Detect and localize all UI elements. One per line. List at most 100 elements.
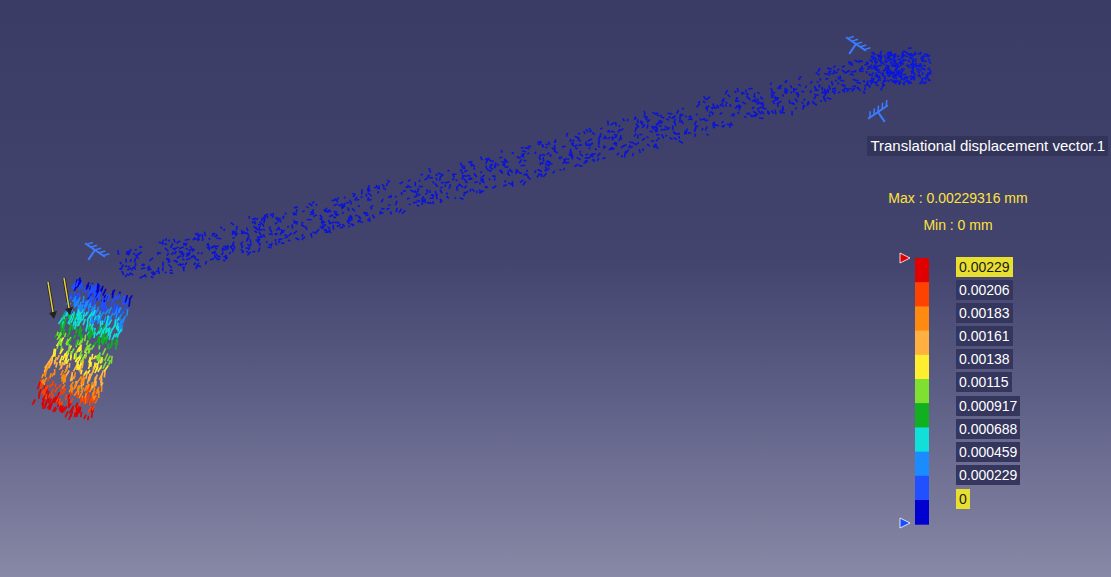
vector-arrow: [487, 169, 491, 171]
vector-arrow: [793, 88, 795, 92]
vector-arrow: [912, 63, 915, 65]
vector-arrow: [429, 168, 431, 173]
vector-arrow: [460, 163, 462, 167]
vector-arrow: [651, 140, 654, 142]
vector-arrow: [780, 110, 781, 113]
vector-arrow: [134, 253, 135, 255]
vector-arrow: [681, 120, 683, 124]
vector-arrow: [713, 103, 715, 106]
vector-arrow: [820, 100, 822, 102]
vector-arrow: [472, 164, 475, 167]
vector-arrow: [888, 67, 890, 70]
vector-arrow: [342, 224, 345, 226]
vector-arrow: [574, 164, 578, 166]
vector-arrow: [746, 96, 748, 99]
vector-arrow: [804, 99, 806, 100]
vector-arrow: [75, 380, 78, 386]
vector-arrow: [254, 222, 256, 224]
vector-arrow: [205, 261, 206, 265]
vector-arrow: [55, 387, 58, 392]
vector-arrow: [310, 211, 313, 213]
vector-arrow: [673, 115, 676, 118]
vector-arrow: [71, 348, 74, 354]
vector-arrow: [474, 181, 478, 183]
vector-arrow: [306, 207, 308, 208]
vector-arrow: [141, 268, 145, 269]
vector-arrow: [754, 101, 758, 102]
vector-arrow: [79, 326, 81, 333]
vector-arrow: [885, 61, 887, 63]
vector-arrow: [914, 78, 915, 81]
clamp-symbol: [839, 33, 870, 62]
vector-arrow: [624, 154, 626, 157]
vector-arrow: [102, 348, 105, 355]
vector-arrow: [440, 190, 442, 194]
vector-arrow: [571, 143, 574, 146]
vector-arrow: [785, 88, 789, 91]
vector-arrow: [888, 70, 891, 72]
vector-arrow: [177, 241, 181, 243]
vector-arrow: [90, 319, 92, 324]
vector-arrow: [80, 345, 82, 351]
vector-arrow: [711, 107, 712, 110]
vector-arrow: [128, 299, 131, 306]
vector-arrow: [117, 326, 119, 332]
vector-arrow: [134, 258, 136, 263]
vector-arrow: [95, 397, 97, 403]
vector-arrow: [864, 88, 866, 90]
color-band: [915, 282, 929, 307]
vector-arrow: [928, 59, 930, 61]
vector-arrow: [110, 356, 112, 364]
vector-arrow: [270, 229, 272, 233]
vector-arrow: [893, 54, 895, 56]
vector-arrow: [258, 224, 261, 226]
vector-arrow: [917, 71, 919, 73]
vector-arrow: [485, 186, 488, 188]
vector-arrow: [542, 144, 543, 146]
vector-arrow: [254, 217, 258, 220]
vector-arrow: [920, 81, 922, 83]
vector-arrow: [897, 55, 900, 57]
vector-arrow: [301, 234, 303, 237]
vector-arrow: [89, 334, 92, 340]
vector-arrow: [425, 178, 428, 180]
vector-arrow: [417, 205, 420, 206]
vector-arrow: [911, 76, 913, 79]
vector-arrow: [898, 70, 901, 72]
vector-arrow: [846, 90, 848, 92]
vector-arrow: [912, 64, 914, 66]
vector-arrow: [512, 181, 514, 185]
vector-arrow: [791, 103, 794, 105]
vector-arrow: [503, 164, 505, 166]
vector-arrow: [874, 82, 876, 85]
vector-arrow: [84, 335, 87, 342]
vector-arrow: [47, 378, 49, 382]
vector-arrow: [750, 114, 752, 116]
vector-arrow: [313, 232, 317, 234]
vector-arrow: [66, 340, 67, 345]
vector-arrow: [162, 241, 164, 245]
vector-arrow: [872, 58, 875, 60]
vector-arrow: [186, 248, 188, 249]
vector-arrow: [838, 77, 839, 80]
vector-arrow: [64, 375, 66, 383]
vector-arrow: [162, 262, 164, 267]
vector-arrow: [782, 94, 784, 96]
vector-arrow: [38, 382, 41, 389]
vector-arrow: [474, 168, 475, 170]
clamp-symbols: [78, 33, 896, 268]
vector-arrow: [666, 119, 669, 121]
vector-arrow: [346, 202, 348, 204]
vector-arrow: [851, 71, 856, 73]
vector-arrow: [586, 129, 588, 132]
vector-arrow: [94, 356, 96, 360]
vector-arrow: [626, 149, 628, 153]
vector-arrow: [913, 61, 916, 62]
vector-arrow: [815, 89, 819, 91]
vector-arrow: [435, 191, 436, 195]
vector-arrow: [125, 258, 127, 262]
vector-arrow: [235, 233, 237, 236]
vector-arrow: [42, 374, 43, 378]
vector-arrow: [68, 339, 71, 344]
vector-arrow: [491, 168, 493, 170]
